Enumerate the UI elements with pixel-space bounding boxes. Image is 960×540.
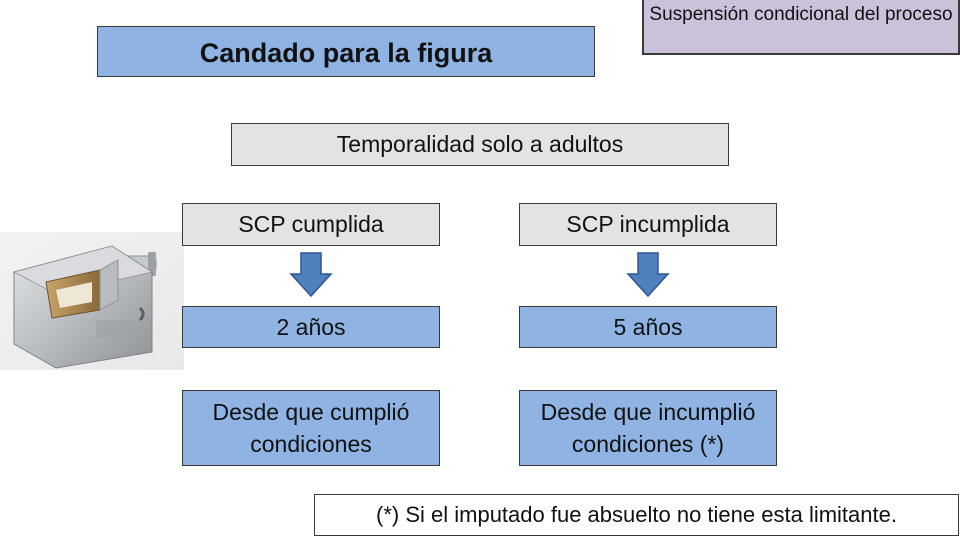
down-arrow-icon <box>289 252 333 298</box>
footnote-box: (*) Si el imputado fue absuelto no tiene… <box>314 494 959 536</box>
years-text-unfulfilled: 5 años <box>613 313 683 340</box>
status-text-unfulfilled: SCP incumplida <box>566 211 730 237</box>
down-arrow-icon <box>626 252 670 298</box>
years-box-unfulfilled: 5 años <box>519 306 777 348</box>
years-box-fulfilled: 2 años <box>182 306 440 348</box>
since-text-fulfilled: Desde que cumplió condiciones <box>212 399 410 457</box>
since-box-fulfilled: Desde que cumplió condiciones <box>182 390 440 466</box>
header-note-box: Suspensión condicional del proceso <box>642 0 960 55</box>
status-box-fulfilled: SCP cumplida <box>182 203 440 246</box>
since-box-unfulfilled: Desde que incumplió condiciones (*) <box>519 390 777 466</box>
title-text: Candado para la figura <box>199 38 493 68</box>
scope-box: Temporalidad solo a adultos <box>231 123 729 166</box>
title-box: Candado para la figura <box>97 26 595 77</box>
scope-text: Temporalidad solo a adultos <box>336 131 624 157</box>
padlock-image <box>0 232 184 370</box>
since-text-unfulfilled: Desde que incumplió condiciones (*) <box>540 399 756 457</box>
header-note-text: Suspensión condicional del proceso <box>649 4 953 25</box>
status-text-fulfilled: SCP cumplida <box>238 211 384 237</box>
years-text-fulfilled: 2 años <box>276 313 346 340</box>
footnote-text: (*) Si el imputado fue absuelto no tiene… <box>376 502 897 527</box>
status-box-unfulfilled: SCP incumplida <box>519 203 777 246</box>
